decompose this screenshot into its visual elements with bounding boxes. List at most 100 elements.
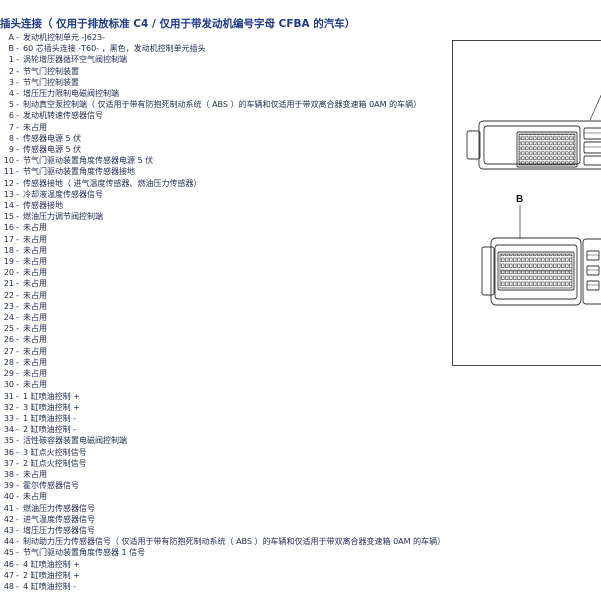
item-label: 34 [3, 425, 14, 435]
item-label: 11 [3, 167, 14, 177]
list-item: 8-传感器电源 5 伏 [0, 133, 601, 144]
item-label: 21 [3, 279, 14, 289]
item-text: 未占用 [23, 369, 47, 379]
list-item: 26-未占用 [0, 334, 601, 345]
page-title: 插头连接（ 仅用于排放标准 C4 / 仅用于带发动机编号字母 CFBA 的汽车） [0, 18, 356, 30]
item-text: 节气门驱动装置角度传感器接地 [23, 167, 135, 177]
item-separator: - [16, 279, 19, 289]
item-label: 4 [8, 89, 14, 99]
item-text: 2 缸喷油控制 - [23, 425, 77, 435]
item-separator: - [16, 525, 19, 535]
item-separator: - [16, 77, 19, 87]
item-separator: - [16, 581, 19, 591]
item-text: 未占用 [23, 301, 47, 311]
item-separator: - [16, 425, 19, 435]
item-text: 未占用 [23, 257, 47, 267]
item-separator: - [16, 402, 19, 412]
item-separator: - [16, 66, 19, 76]
item-label: 16 [3, 223, 14, 233]
list-item: 21-未占用 [0, 278, 601, 289]
item-label: 28 [3, 357, 14, 367]
item-separator: - [16, 413, 19, 423]
list-item: 29-未占用 [0, 368, 601, 379]
item-separator: - [16, 481, 19, 491]
item-separator: - [16, 178, 19, 188]
item-separator: - [16, 324, 19, 334]
item-separator: - [16, 100, 19, 110]
list-item: 7-未占用 [0, 122, 601, 133]
item-separator: - [16, 223, 19, 233]
item-label: 5 [8, 100, 14, 110]
item-separator: - [16, 212, 19, 222]
item-separator: - [16, 89, 19, 99]
item-separator: - [16, 492, 19, 502]
list-item: 5-制动真空泵控制端（ 仅适用于带有防抱死制动系统（ ABS ）的车辆和仅适用于… [0, 99, 601, 110]
list-item: 17-未占用 [0, 234, 601, 245]
item-label: 29 [3, 369, 14, 379]
item-label: 46 [3, 559, 14, 569]
list-item: 15-燃油压力调节阀控制端 [0, 211, 601, 222]
list-item: 6-发动机转速传感器信号 [0, 110, 601, 121]
item-label: 37 [3, 458, 14, 468]
item-text: 涡轮增压器循环空气阀控制端 [23, 55, 127, 65]
list-item: 28-未占用 [0, 357, 601, 368]
item-text: 制动真空泵控制端（ 仅适用于带有防抱死制动系统（ ABS ）的车辆和仅适用于带双… [23, 100, 422, 110]
list-item: 44-制动助力压力传感器信号（ 仅适用于带有防抱死制动系统（ ABS ）的车辆和… [0, 536, 601, 547]
item-text: 节气门驱动装置角度传感器 1 信号 [23, 548, 146, 558]
item-label: 24 [3, 313, 14, 323]
item-label: 41 [3, 503, 14, 513]
item-separator: - [16, 380, 19, 390]
item-label: 6 [8, 111, 14, 121]
list-item: 45-节气门驱动装置角度传感器 1 信号 [0, 547, 601, 558]
list-item: 42-进气温度传感器信号 [0, 514, 601, 525]
item-label: 31 [3, 391, 14, 401]
item-label: 17 [3, 234, 14, 244]
item-separator: - [16, 548, 19, 558]
item-text: 未占用 [23, 245, 47, 255]
list-item: 12-传感器接地（ 进气温度传感器、燃油压力传感器） [0, 178, 601, 189]
list-item: 11-节气门驱动装置角度传感器接地 [0, 166, 601, 177]
item-label: 20 [3, 268, 14, 278]
item-text: 燃油压力传感器信号 [23, 503, 95, 513]
item-text: 2 缸点火控制信号 [23, 458, 87, 468]
item-text: 3 缸点火控制信号 [23, 447, 87, 457]
item-label: 42 [3, 514, 14, 524]
list-item: 34-2 缸喷油控制 - [0, 424, 601, 435]
item-separator: - [16, 145, 19, 155]
connector-figure: B [452, 40, 601, 366]
item-text: 发动机转速传感器信号 [23, 111, 103, 121]
list-item: 47-2 缸喷油控制 + [0, 570, 601, 581]
item-separator: - [16, 369, 19, 379]
item-label: 2 [8, 66, 14, 76]
item-text: 未占用 [23, 469, 47, 479]
item-label: 1 [8, 55, 14, 65]
item-separator: - [16, 55, 19, 65]
list-item: 43-增压压力传感器信号 [0, 525, 601, 536]
item-text: 未占用 [23, 223, 47, 233]
list-item: 48-4 缸喷油控制 - [0, 581, 601, 592]
item-separator: - [16, 156, 19, 166]
item-separator: - [16, 44, 19, 54]
item-text: 冷却液温度传感器信号 [23, 189, 103, 199]
item-text: 未占用 [23, 268, 47, 278]
item-text: 传感器电源 5 伏 [23, 133, 82, 143]
list-item: 16-未占用 [0, 222, 601, 233]
item-text: 未占用 [23, 357, 47, 367]
item-text: 燃油压力调节阀控制端 [23, 212, 103, 222]
item-text: 活性碳容器装置电磁阀控制端 [23, 436, 127, 446]
list-item: 2-节气门控制装置 [0, 66, 601, 77]
list-item: 36-3 缸点火控制信号 [0, 447, 601, 458]
item-text: 未占用 [23, 234, 47, 244]
item-label: 18 [3, 245, 14, 255]
item-separator: - [16, 458, 19, 468]
item-text: 未占用 [23, 335, 47, 345]
item-separator: - [16, 436, 19, 446]
list-item: 13-冷却液温度传感器信号 [0, 189, 601, 200]
item-label: 14 [3, 201, 14, 211]
item-separator: - [16, 391, 19, 401]
item-label: 47 [3, 570, 14, 580]
list-item: 27-未占用 [0, 346, 601, 357]
item-separator: - [16, 257, 19, 267]
item-label: 48 [3, 581, 14, 591]
item-text: 60 芯插头连接 -T60- ，黑色，发动机控制单元插头 [23, 44, 206, 54]
